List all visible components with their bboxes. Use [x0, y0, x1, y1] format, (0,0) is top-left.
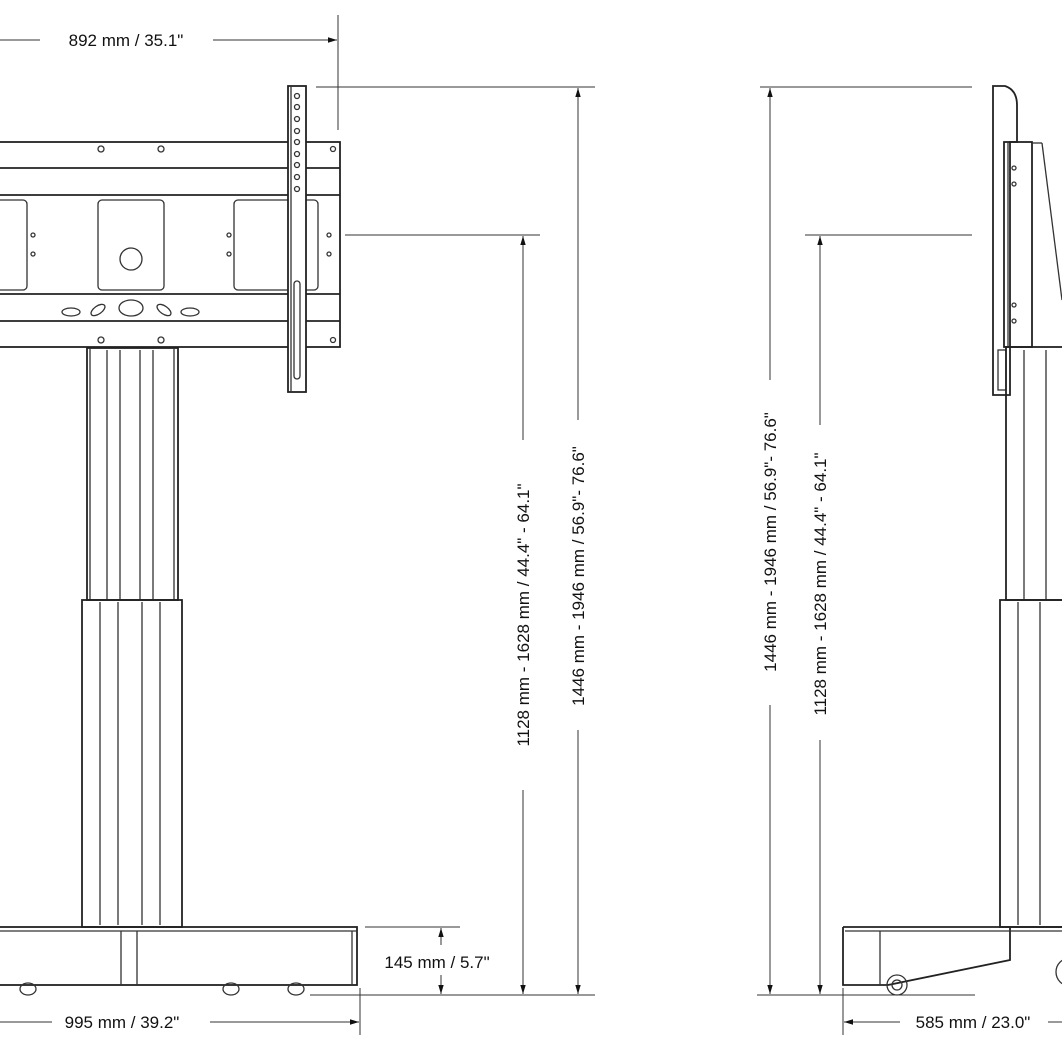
- base-depth-label: 585 mm / 23.0": [916, 1013, 1031, 1032]
- base-width-label: 995 mm / 39.2": [65, 1013, 180, 1032]
- side-top-height-label: 1446 mm - 1946 mm / 56.9"- 76.6": [761, 412, 780, 672]
- top-height-label: 1446 mm - 1946 mm / 56.9"- 76.6": [569, 446, 588, 706]
- vertical-bracket: [287, 85, 307, 393]
- screen-center-height-label: 1128 mm - 1628 mm / 44.4" - 64.1": [514, 483, 533, 746]
- side-screen-center-height-label: 1128 mm - 1628 mm / 44.4" - 64.1": [811, 452, 830, 715]
- side-view: [842, 85, 1062, 996]
- base-height-label: 145 mm / 5.7": [384, 953, 489, 972]
- base: [0, 926, 358, 996]
- front-dimensions: 892 mm / 35.1" 1128 mm - 1628 mm / 44.4"…: [0, 15, 595, 1035]
- mount-width-label: 892 mm / 35.1": [69, 31, 184, 50]
- mounting-plate: [0, 141, 341, 348]
- side-dimensions: 1446 mm - 1946 mm / 56.9"- 76.6" 1128 mm…: [757, 86, 1062, 1035]
- column: [81, 347, 183, 928]
- front-view: [0, 85, 358, 996]
